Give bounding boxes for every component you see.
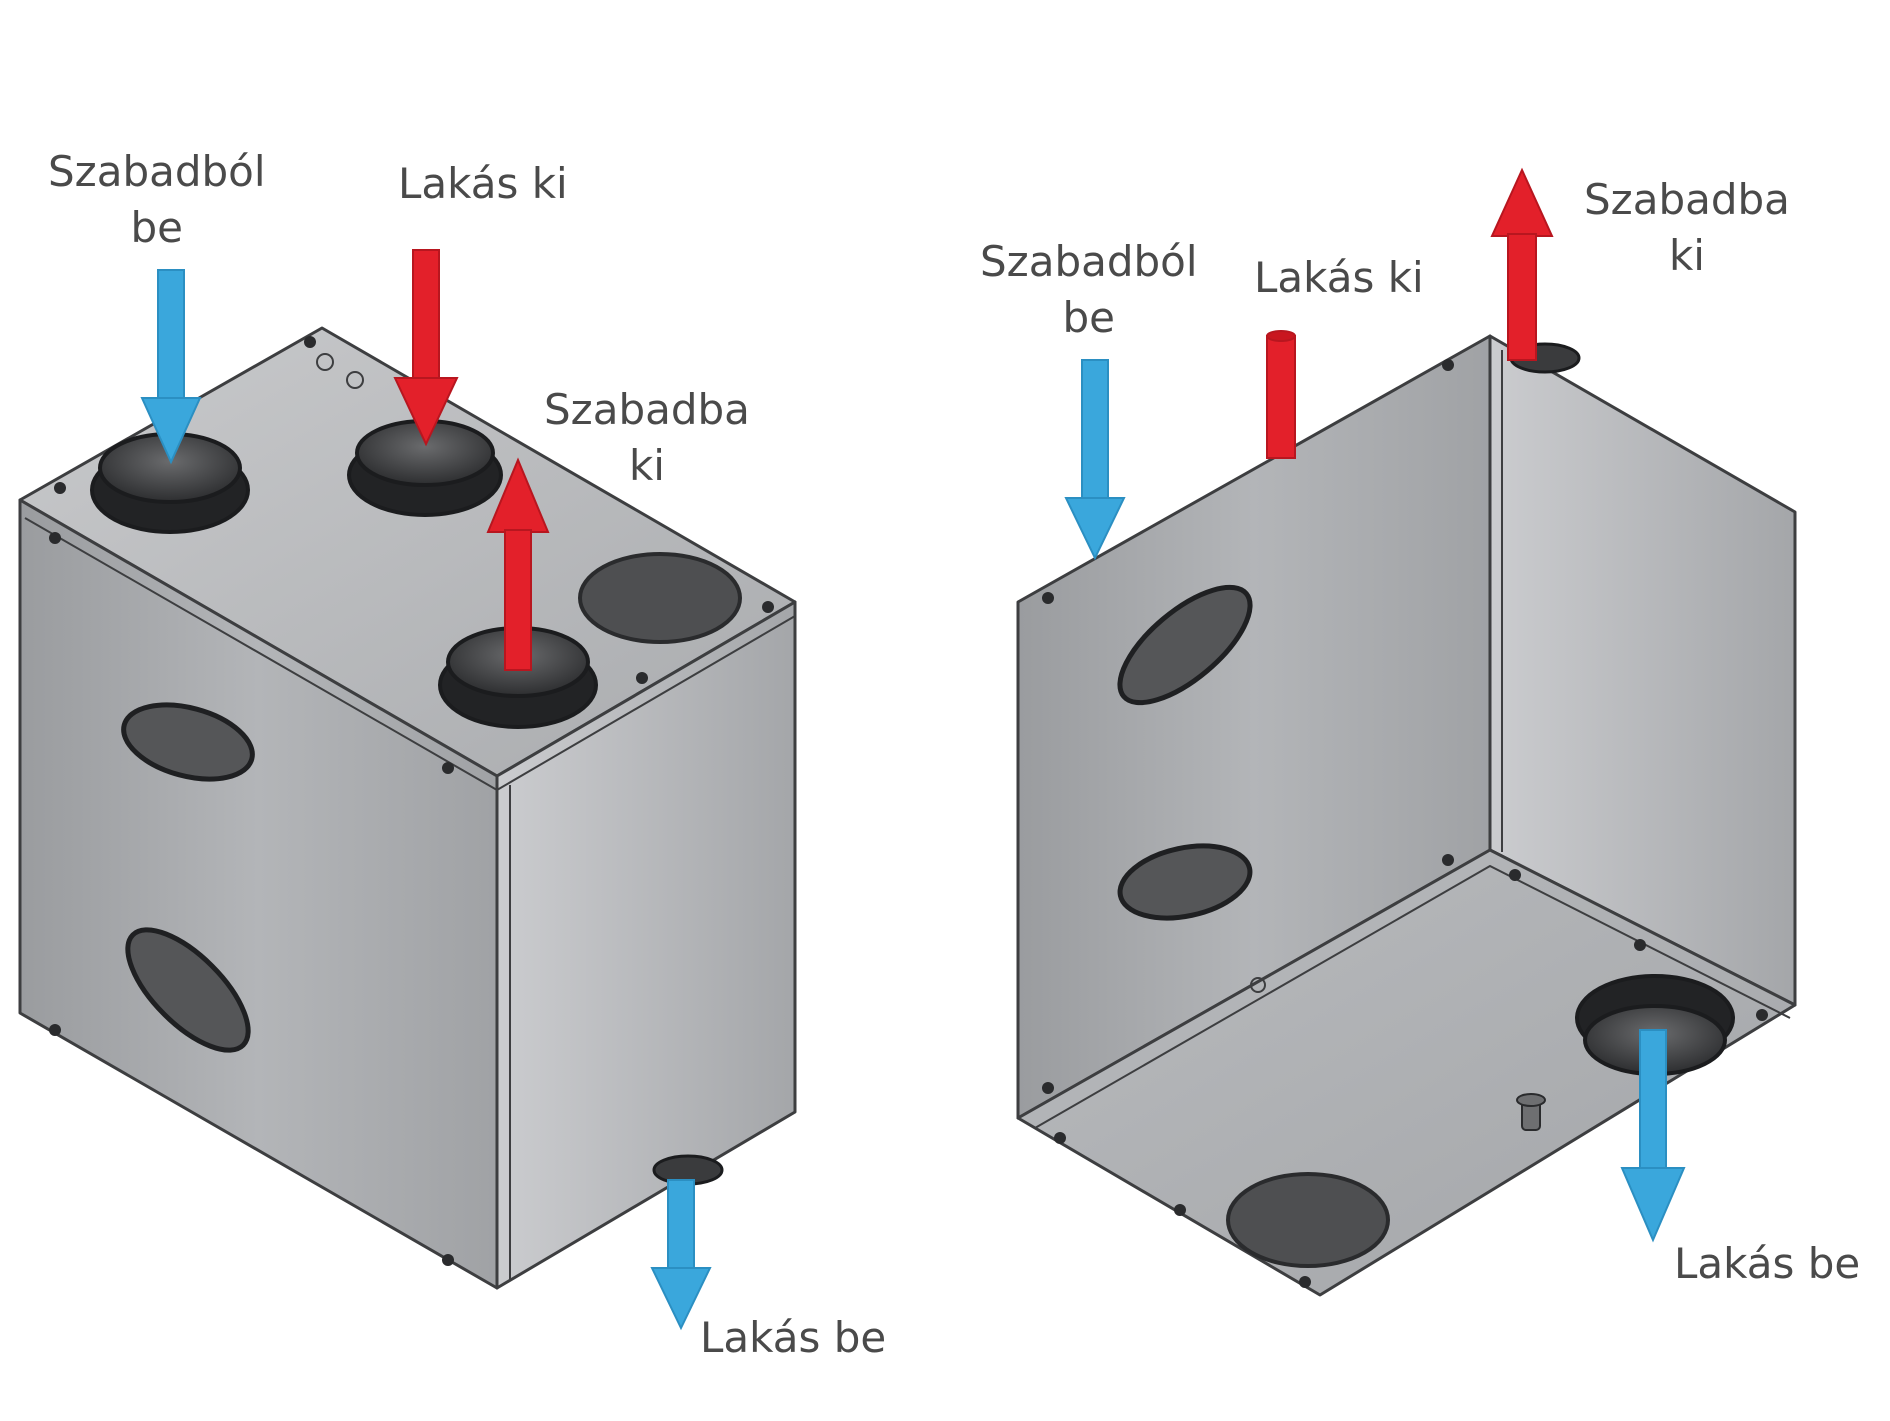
left-arrow-room-in [650,1179,712,1331]
left-collar-outdoor-in [90,432,250,534]
left-label-outdoor-in-line1: Szabadból [48,147,266,196]
left-side-port-upper [121,702,255,782]
left-label-room-out: Lakás ki [398,156,568,212]
right-label-outdoor-in-line1: Szabadból [980,237,1198,286]
right-side-port-lower [1117,843,1253,921]
right-unit [1016,334,1797,1297]
left-arrow-outdoor-in [140,269,202,465]
right-label-room-in-line1: Lakás be [1674,1239,1861,1288]
left-side-port-lower [125,927,251,1053]
right-label-outdoor-out-line2: ki [1668,231,1705,280]
left-label-outdoor-in: Szabadból be [48,144,266,256]
right-label-room-in: Lakás be [1674,1236,1860,1292]
right-label-room-out-line1: Lakás ki [1254,253,1424,302]
left-blanked-port [578,552,742,644]
right-unit-bottom-face [1016,848,1797,1297]
left-unit-side-face [495,600,797,1290]
left-label-room-in-line1: Lakás be [700,1313,887,1362]
right-arrow-room-out [1266,330,1296,459]
left-label-room-in: Lakás be [700,1310,886,1366]
right-label-room-out: Lakás ki [1254,250,1424,306]
left-label-room-out-line1: Lakás ki [398,159,568,208]
left-label-outdoor-out: Szabadba ki [544,382,750,494]
left-label-outdoor-in-line2: be [130,203,184,252]
right-blanked-port [1226,1172,1390,1268]
right-side-port-upper [1117,584,1253,706]
left-arrow-room-out [393,249,459,447]
right-label-outdoor-in: Szabadból be [980,234,1198,346]
left-label-outdoor-out-line1: Szabadba [544,385,750,434]
right-label-outdoor-out-line1: Szabadba [1584,175,1790,224]
right-arrow-room-in [1620,1029,1686,1243]
left-arrow-outdoor-out [486,457,550,671]
right-label-outdoor-in-line2: be [1062,293,1116,342]
right-drain-fitting [1516,1093,1546,1131]
left-unit [18,326,797,1290]
left-collar-room-out [347,419,503,517]
right-arrow-outdoor-in [1064,359,1126,561]
right-label-outdoor-out: Szabadba ki [1584,172,1790,284]
right-arrow-outdoor-out [1490,167,1554,361]
left-label-outdoor-out-line2: ki [628,441,665,490]
